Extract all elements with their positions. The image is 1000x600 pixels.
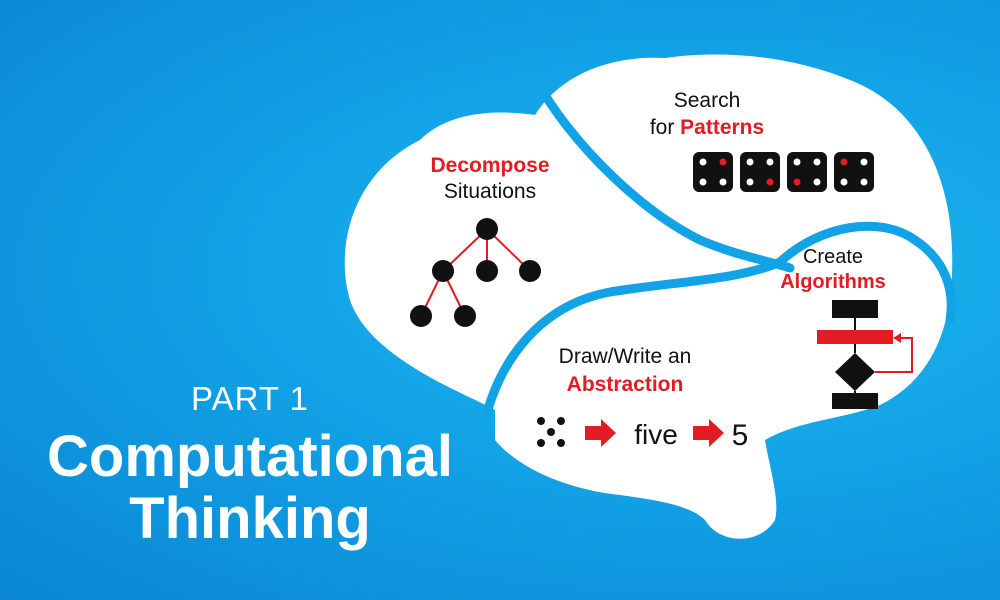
abstraction-numeral: 5 bbox=[732, 419, 749, 452]
die-4 bbox=[834, 152, 874, 192]
decompose-heading: Decompose bbox=[430, 154, 549, 177]
main-title: Computational Thinking bbox=[40, 426, 460, 550]
arrow-right-icon bbox=[585, 419, 616, 447]
decompose-subheading: Situations bbox=[444, 180, 536, 203]
lobe-divider-frontal bbox=[540, 90, 795, 273]
abstraction-sequence-icon: five 5 bbox=[537, 417, 748, 452]
patterns-heading-line2: for Patterns bbox=[650, 116, 764, 139]
patterns-prefix: for bbox=[650, 116, 680, 139]
main-title-line2: Thinking bbox=[129, 486, 371, 551]
main-title-line1: Computational bbox=[47, 424, 453, 489]
abstraction-highlight: Abstraction bbox=[567, 373, 684, 396]
five-dots-icon bbox=[537, 417, 565, 447]
die-1 bbox=[693, 152, 733, 192]
tree-diagram-icon bbox=[410, 218, 541, 327]
patterns-heading-line1: Search bbox=[674, 89, 741, 112]
patterns-highlight: Patterns bbox=[680, 116, 764, 139]
flowchart-icon bbox=[817, 300, 913, 409]
lobe-divider-temporal bbox=[480, 221, 956, 425]
abstraction-word: five bbox=[634, 419, 678, 450]
arrow-right-icon bbox=[693, 419, 724, 447]
algorithms-heading-line1: Create bbox=[803, 246, 863, 268]
part-label: PART 1 bbox=[191, 380, 309, 417]
abstraction-heading-line1: Draw/Write an bbox=[559, 345, 692, 368]
algorithms-highlight: Algorithms bbox=[780, 271, 886, 293]
die-3 bbox=[787, 152, 827, 192]
title-block: PART 1 Computational Thinking bbox=[40, 380, 460, 550]
dice-pattern-icon bbox=[693, 152, 874, 192]
die-2 bbox=[740, 152, 780, 192]
